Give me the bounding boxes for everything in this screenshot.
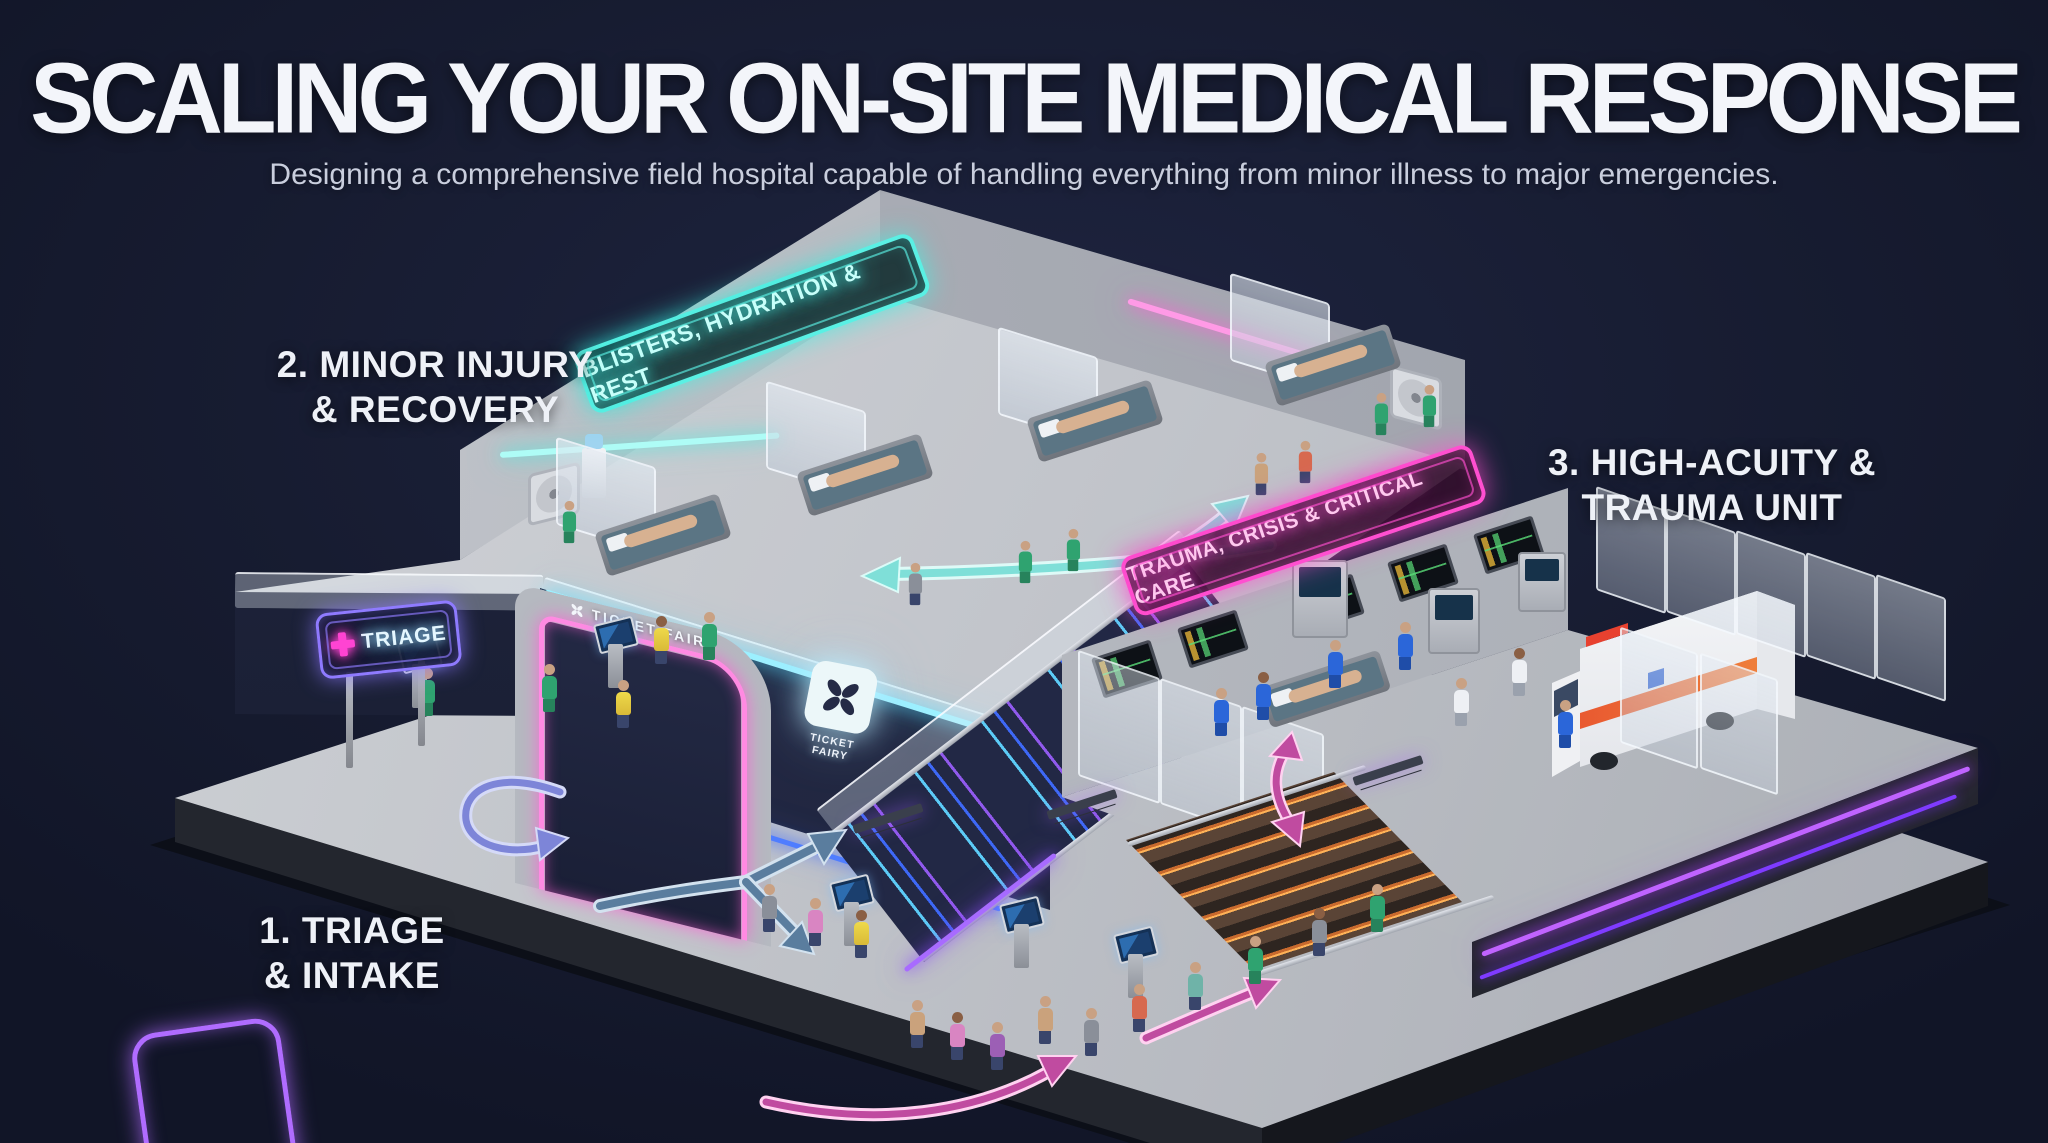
arch-branding: TICKET FAIRY: [515, 587, 771, 667]
zone-label-minor-injury: 2. MINOR INJURY & RECOVERY: [245, 342, 625, 432]
supply-cart: [1518, 552, 1566, 612]
person-figure: [907, 562, 923, 606]
person-figure: [1373, 392, 1389, 436]
ticket-fairy-clover-icon: [571, 603, 583, 617]
person-figure: [908, 1000, 926, 1048]
person-figure: [1326, 640, 1344, 688]
corner-neon-gate: [128, 1015, 302, 1143]
ticket-fairy-wall-logo: TICKET FAIRY: [788, 657, 889, 767]
ambulance: [1552, 553, 1822, 803]
medical-device-cart: [1428, 588, 1480, 654]
person-figure: [540, 664, 558, 712]
medical-cross-icon: [330, 631, 356, 657]
page-subtitle: Designing a comprehensive field hospital…: [269, 158, 1779, 191]
person-figure: [1396, 622, 1414, 670]
check-in-kiosk: [592, 615, 640, 688]
check-in-kiosk: [998, 895, 1046, 968]
balcony-railing: [234, 572, 544, 611]
person-figure: [1212, 688, 1230, 736]
person-figure: [988, 1022, 1006, 1070]
sign-post: [346, 672, 353, 768]
person-figure: [1254, 672, 1272, 720]
person-figure: [852, 910, 870, 958]
person-figure: [1310, 908, 1328, 956]
person-figure: [700, 612, 718, 660]
zone2-line2: & RECOVERY: [310, 389, 560, 431]
person-figure: [760, 884, 778, 932]
zone3-line1: 3. HIGH-ACUITY &: [1547, 442, 1876, 483]
person-figure: [1186, 962, 1204, 1010]
zone3-line2: TRAUMA UNIT: [1581, 487, 1843, 529]
person-figure: [1082, 1008, 1100, 1056]
person-figure: [1065, 528, 1081, 572]
zone-label-triage-intake: 1. TRIAGE & INTAKE: [232, 908, 472, 998]
person-figure: [614, 680, 632, 728]
triage-sign-label: TRIAGE: [360, 621, 448, 654]
person-figure: [806, 898, 824, 946]
person-figure: [1130, 984, 1148, 1032]
zone-label-high-acuity: 3. HIGH-ACUITY & TRAUMA UNIT: [1522, 440, 1902, 530]
person-figure: [561, 500, 577, 544]
star-of-life-icon: [1648, 668, 1664, 689]
glass-panel: [1876, 573, 1946, 703]
person-figure: [1297, 440, 1313, 484]
person-figure: [1246, 936, 1264, 984]
person-figure: [1421, 384, 1437, 428]
entry-arch: TICKET FAIRY: [515, 583, 771, 947]
person-figure: [1253, 452, 1269, 496]
arch-neon-outline: [539, 612, 747, 941]
person-figure: [1368, 884, 1386, 932]
person-figure: [652, 616, 670, 664]
person-figure: [1556, 700, 1574, 748]
ticket-fairy-clover-icon: [802, 658, 880, 736]
person-figure: [1510, 648, 1528, 696]
zone1-line2: & INTAKE: [264, 955, 440, 997]
page-title: SCALING YOUR ON-SITE MEDICAL RESPONSE: [30, 42, 2023, 155]
anesthesia-machine: [1292, 560, 1348, 638]
person-figure: [1036, 996, 1054, 1044]
sign-post: [418, 660, 425, 746]
person-figure: [948, 1012, 966, 1060]
zone2-line1: 2. MINOR INJURY: [276, 344, 594, 385]
zone1-line1: 1. TRIAGE: [259, 910, 445, 951]
person-figure: [1017, 540, 1033, 584]
person-figure: [1452, 678, 1470, 726]
